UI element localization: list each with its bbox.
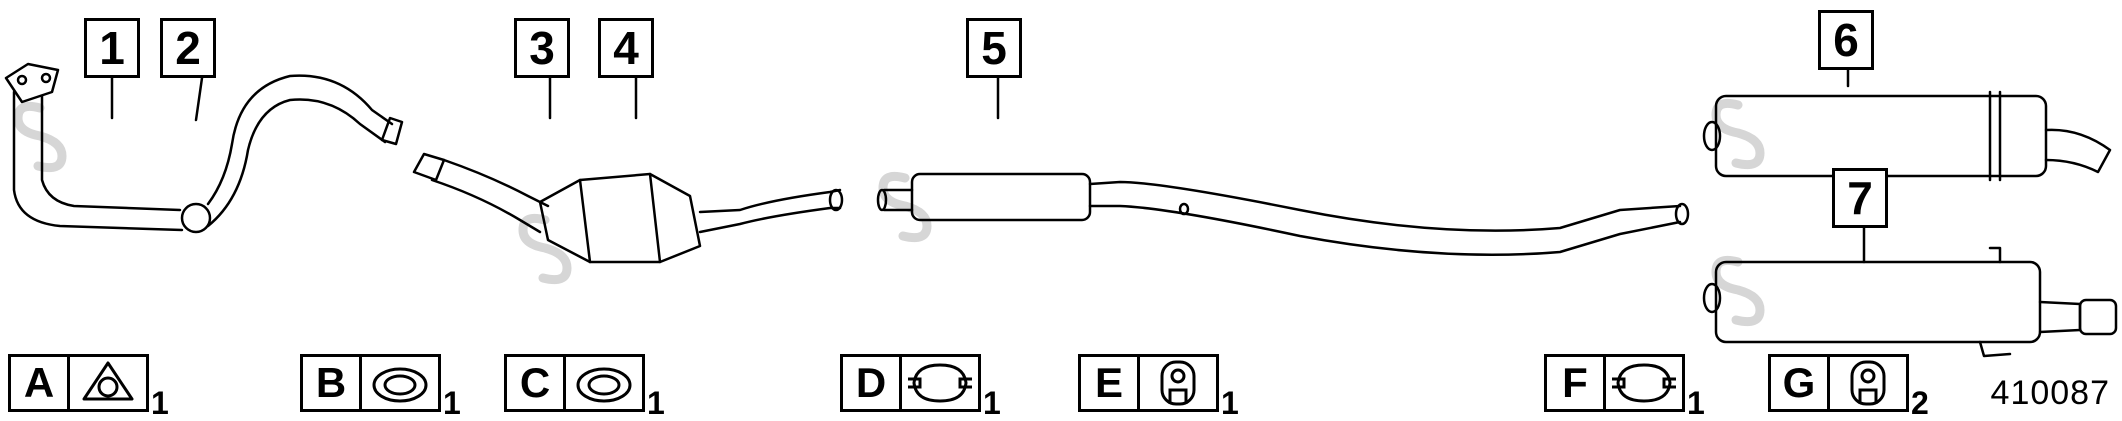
part-letter: B	[303, 357, 362, 409]
callout-3: 3	[514, 18, 570, 78]
callout-5: 5	[966, 18, 1022, 78]
part-quantity: 1	[151, 385, 169, 421]
rear-silencer-lower	[1702, 246, 2118, 358]
part-letter: E	[1081, 357, 1140, 409]
part-letter: F	[1547, 357, 1606, 409]
catalytic-converter	[412, 152, 844, 264]
pipe-clamp-icon	[908, 363, 972, 403]
part-quantity: 1	[1687, 385, 1705, 421]
callout-4: 4	[598, 18, 654, 78]
part-g: G 2	[1768, 354, 1929, 419]
part-letter: C	[507, 357, 566, 409]
part-quantity: 1	[443, 385, 461, 421]
part-quantity: 2	[1911, 385, 1929, 421]
part-c: C 1	[504, 354, 665, 419]
part-e: E 1	[1078, 354, 1239, 419]
part-f: F 1	[1544, 354, 1705, 419]
part-a: A 1	[8, 354, 169, 419]
part-quantity: 1	[983, 385, 1001, 421]
callout-7: 7	[1832, 168, 1888, 228]
leader-lines	[110, 66, 1866, 264]
ring-gasket-icon	[372, 367, 428, 403]
callout-6: 6	[1818, 10, 1874, 70]
front-pipe	[4, 62, 404, 234]
pipe-clamp-icon	[1612, 363, 1676, 403]
watermark-marks	[13, 98, 1765, 327]
rubber-hanger-icon	[1160, 360, 1196, 406]
rubber-hanger-icon	[1850, 360, 1886, 406]
part-d: D 1	[840, 354, 1001, 419]
part-b: B 1	[300, 354, 461, 419]
rear-silencer-upper	[1702, 90, 2112, 182]
triangular-flange-gasket-icon	[82, 361, 134, 401]
reference-number: 410087	[1990, 374, 2110, 412]
part-quantity: 1	[1221, 385, 1239, 421]
centre-silencer	[876, 172, 1690, 257]
ring-gasket-icon	[576, 367, 632, 403]
part-letter: D	[843, 357, 902, 409]
callout-2: 2	[160, 18, 216, 78]
part-letter: G	[1771, 357, 1830, 409]
callout-1: 1	[84, 18, 140, 78]
part-letter: A	[11, 357, 70, 409]
part-quantity: 1	[647, 385, 665, 421]
